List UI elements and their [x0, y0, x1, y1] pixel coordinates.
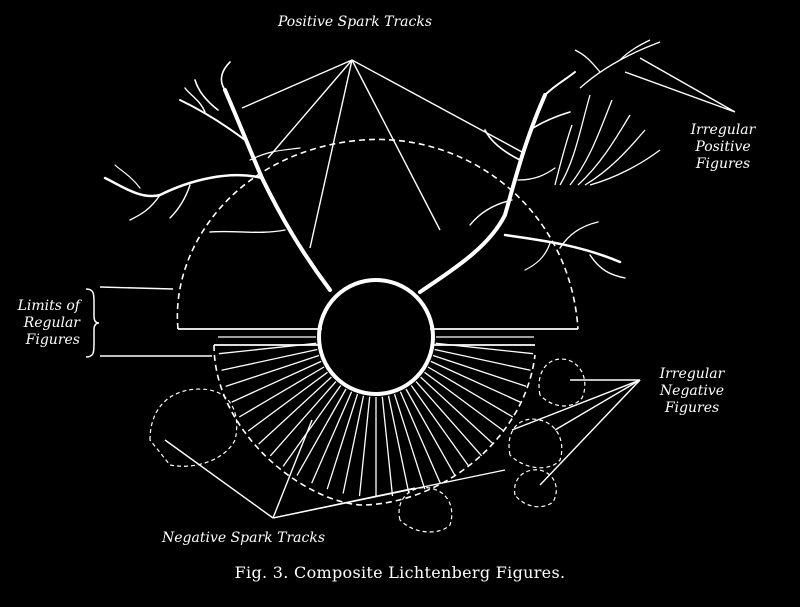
negative-streamer: [296, 388, 347, 476]
negative-streamer: [269, 381, 337, 457]
pointer-lines: [99, 57, 736, 519]
label-line: Irregular: [690, 122, 756, 138]
label-negative-spark-tracks: Negative Spark Tracks: [162, 530, 326, 546]
positive-limit-arc: [176, 138, 579, 330]
negative-streamer: [381, 396, 394, 497]
negative-streamer: [231, 360, 322, 403]
negative-streamer: [420, 376, 494, 445]
negative-streamer: [387, 395, 410, 494]
negative-streamer: [282, 385, 342, 467]
negative-streamer: [221, 348, 318, 371]
negative-streamer: [427, 366, 514, 418]
label-positive-spark-tracks: Positive Spark Tracks: [277, 14, 433, 30]
central-electrode: [317, 278, 435, 396]
negative-streamer: [430, 360, 521, 403]
negative-streamer: [218, 342, 317, 355]
negative-streamer: [225, 354, 320, 388]
negative-streamer: [247, 371, 328, 432]
label-line: Positive: [695, 139, 751, 155]
negative-streamer: [393, 393, 426, 490]
label-irregular-negative-figures: Irregular Negative Figures: [642, 366, 742, 417]
label-line: Limits of: [17, 298, 80, 314]
irregular-negative-figures: [149, 358, 586, 533]
negative-streamer: [311, 391, 353, 484]
negative-streamer: [238, 366, 325, 418]
negative-streamer: [432, 354, 527, 388]
label-line: Negative: [659, 383, 725, 399]
negative-streamer: [415, 381, 483, 457]
bracket-icon: [85, 288, 100, 358]
label-line: Irregular: [659, 366, 725, 382]
label-line: Figures: [25, 332, 80, 348]
label-limits-of-regular-figures: Limits of Regular Figures: [8, 298, 80, 349]
negative-radial-streamers: [218, 336, 534, 497]
negative-streamer: [326, 393, 359, 490]
positive-spark-tree-right: [418, 71, 626, 294]
label-line: Figures: [695, 156, 751, 172]
figure-caption: Fig. 3. Composite Lichtenberg Figures.: [234, 563, 566, 582]
negative-streamer: [405, 388, 456, 476]
negative-streamer: [410, 385, 470, 467]
negative-streamer: [424, 371, 505, 432]
negative-streamer: [342, 395, 365, 494]
negative-streamer: [258, 376, 332, 445]
negative-streamer: [434, 348, 531, 371]
negative-streamer: [358, 396, 371, 497]
positive-spark-tree-left: [103, 61, 332, 292]
negative-streamer: [435, 342, 534, 355]
label-line: Figures: [664, 400, 720, 416]
irregular-positive-figures: [554, 39, 661, 186]
regular-figure-limits: [176, 138, 579, 506]
negative-streamer: [399, 391, 441, 484]
label-irregular-positive-figures: Irregular Positive Figures: [668, 122, 778, 173]
label-line: Regular: [23, 315, 80, 331]
negative-limit-arc: [213, 344, 536, 506]
